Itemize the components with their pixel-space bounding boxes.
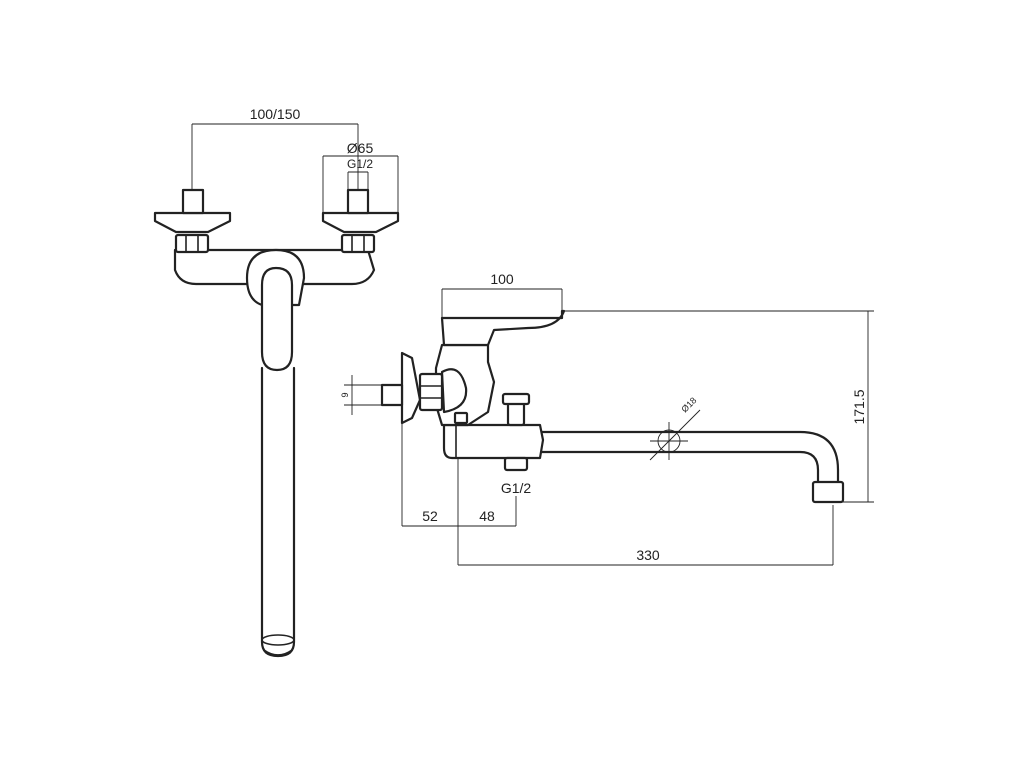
dimension-height: 171.5 <box>564 310 874 503</box>
dimension-reach: 330 <box>457 505 834 566</box>
dimension-lever: 100 <box>441 271 563 318</box>
front-spout <box>260 366 296 658</box>
side-spout: Ø18 <box>538 395 845 504</box>
label-lever-length: 100 <box>490 271 514 287</box>
label-reach: 330 <box>636 547 660 563</box>
valve-body <box>434 343 496 427</box>
bottom-connector <box>503 456 529 472</box>
right-pipe <box>346 188 370 215</box>
dimension-spacing: 100/150 <box>191 106 359 190</box>
diverter-body <box>442 423 545 460</box>
right-flange <box>321 211 400 234</box>
diverter-knob <box>501 392 531 427</box>
aerator <box>811 480 845 504</box>
left-pipe <box>181 188 205 215</box>
label-height: 171.5 <box>851 389 867 424</box>
label-small: 9 <box>340 392 350 397</box>
left-nut <box>174 233 210 254</box>
label-spacing: 100/150 <box>250 106 301 122</box>
dimension-small: 9 <box>340 375 382 415</box>
dimension-offsets: 52 48 G1/2 <box>401 423 532 527</box>
left-flange <box>153 211 232 234</box>
label-offset-a: 52 <box>422 508 438 524</box>
side-lever <box>440 309 566 347</box>
side-flange <box>380 351 444 425</box>
front-handle <box>245 248 306 372</box>
label-spout-diameter: Ø18 <box>679 395 698 414</box>
right-nut <box>340 233 376 254</box>
label-flange-diameter: Ø65 <box>347 140 374 156</box>
front-view: 100/150 Ø65 G1/2 <box>153 106 400 658</box>
dimension-flange: Ø65 G1/2 <box>322 140 399 213</box>
side-view: Ø18 <box>340 271 874 566</box>
label-offset-b: 48 <box>479 508 495 524</box>
label-thread-top: G1/2 <box>347 157 373 171</box>
label-thread-bottom: G1/2 <box>501 480 532 496</box>
